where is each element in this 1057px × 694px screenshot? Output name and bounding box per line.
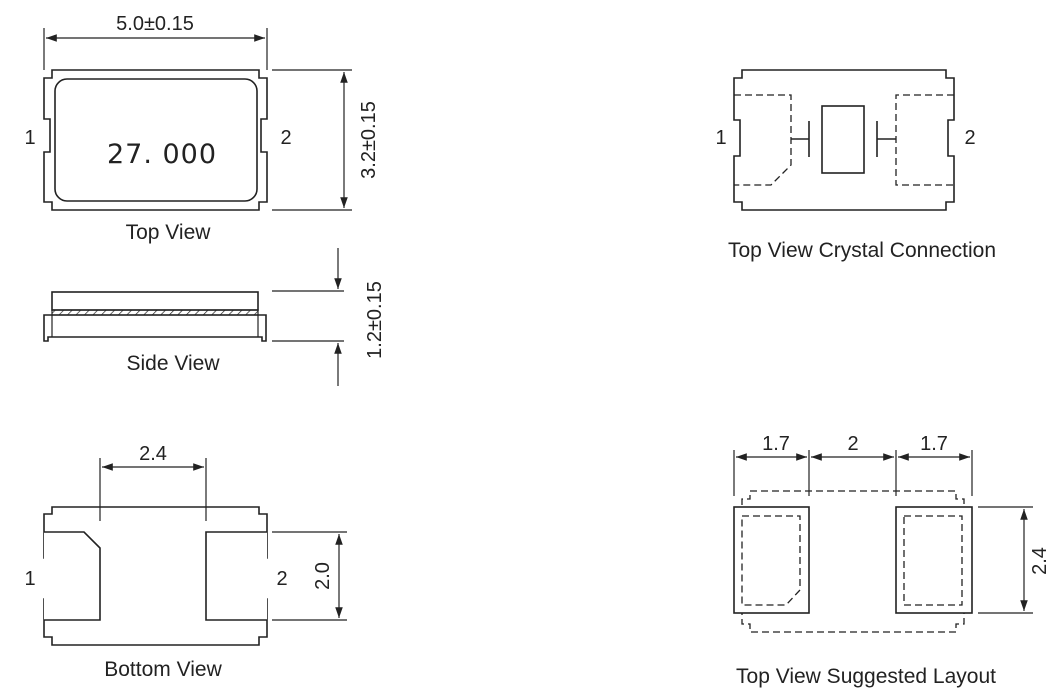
side-view-lid: [51, 291, 259, 311]
layout-dim-label-right: 1.7: [920, 433, 948, 455]
top-view-lid: [54, 78, 258, 202]
layout-land-pad-2: [895, 506, 973, 614]
bottom-view: 2.4 1 2 2.0 Bottom View: [24, 443, 347, 681]
side-view-base: [43, 314, 267, 342]
bottom-view-gap-dim-label: 2.4: [139, 443, 167, 465]
suggested-layout-view: 1.7 2 1.7 2.4 Top View Suggested Layout: [733, 433, 1051, 688]
crystal-connection-body-outline: [733, 69, 955, 211]
top-view-pin-1-label: 1: [24, 127, 35, 149]
side-view-title: Side View: [126, 352, 220, 375]
side-view: 1.2±0.15 Side View: [43, 248, 386, 386]
suggested-layout-title: Top View Suggested Layout: [736, 665, 996, 688]
layout-package-outline: [741, 490, 965, 633]
top-view-title: Top View: [126, 221, 212, 244]
bottom-view-pin-2-label: 2: [276, 568, 287, 590]
top-view: 5.0±0.15 27. 000 1 2 3.2±0.15 Top View: [24, 13, 380, 244]
crystal-connection-view: 1 2 Top View Crystal Connection: [715, 69, 996, 262]
bottom-view-pad-1: [44, 531, 101, 621]
bottom-view-pad-height-dim-label: 2.0: [312, 562, 334, 590]
bottom-view-pin-1-label: 1: [24, 568, 35, 590]
crystal-connection-title: Top View Crystal Connection: [728, 239, 996, 262]
layout-device-pad-1: [741, 515, 801, 606]
crystal-connection-pad-2-outline: [895, 94, 954, 186]
layout-dim-label-left: 1.7: [762, 433, 790, 455]
bottom-view-title: Bottom View: [104, 658, 222, 681]
layout-dim-label-mid: 2: [847, 433, 858, 455]
layout-height-dim-label: 2.4: [1029, 547, 1051, 575]
top-view-width-dim-label: 5.0±0.15: [116, 13, 194, 35]
bottom-view-pad-2: [205, 531, 267, 621]
layout-land-pad-1: [733, 506, 810, 614]
layout-device-pad-2: [903, 515, 963, 606]
top-view-pin-2-label: 2: [280, 127, 291, 149]
crystal-connection-pin-1-label: 1: [715, 127, 726, 149]
crystal-element: [821, 105, 865, 174]
top-view-marking: 27. 000: [107, 139, 217, 170]
crystal-connection-pin-2-label: 2: [964, 127, 975, 149]
side-view-height-dim-label: 1.2±0.15: [364, 281, 386, 359]
crystal-connection-pad-1-outline: [734, 94, 792, 186]
top-view-body-outline: [43, 69, 268, 211]
top-view-height-dim-label: 3.2±0.15: [358, 101, 380, 179]
